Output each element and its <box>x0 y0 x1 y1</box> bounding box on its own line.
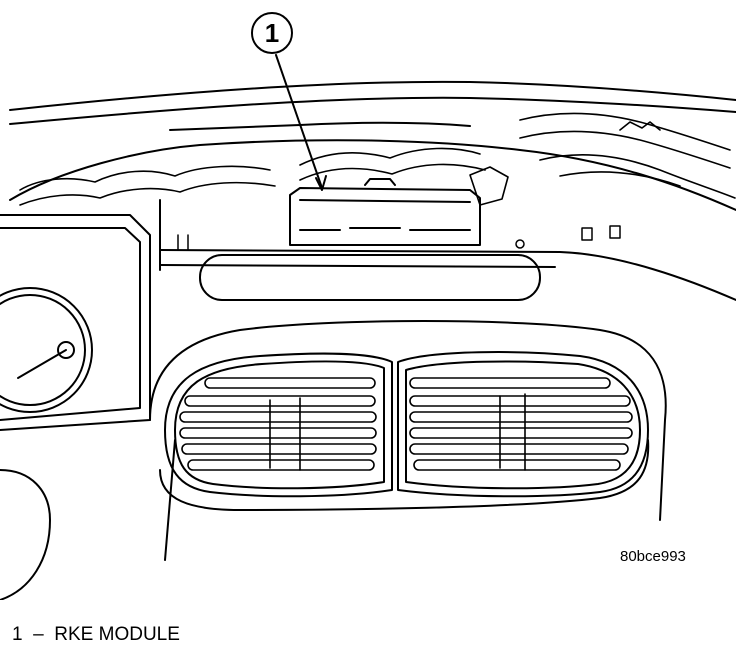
instrument-cluster <box>0 214 151 600</box>
dash-fasteners <box>177 225 621 250</box>
dash-top-pad <box>9 121 736 211</box>
callout-number: 1 <box>265 18 279 48</box>
legend-number: 1 <box>12 624 23 645</box>
dashboard-line-drawing: 1 <box>0 12 736 600</box>
callout-1 <box>251 12 327 191</box>
windshield-edge <box>9 80 736 125</box>
left-air-vent <box>164 352 393 498</box>
right-air-vent <box>397 351 649 498</box>
center-stack <box>149 320 667 561</box>
legend-item: 1 – RKE MODULE <box>12 624 180 646</box>
figure-id: 80bce993 <box>620 548 686 565</box>
rke-module <box>289 178 481 246</box>
legend-label: RKE MODULE <box>54 624 180 645</box>
legend-separator: – <box>33 624 44 645</box>
dash-upper-panel <box>159 199 736 301</box>
wiring-harness <box>19 112 736 206</box>
